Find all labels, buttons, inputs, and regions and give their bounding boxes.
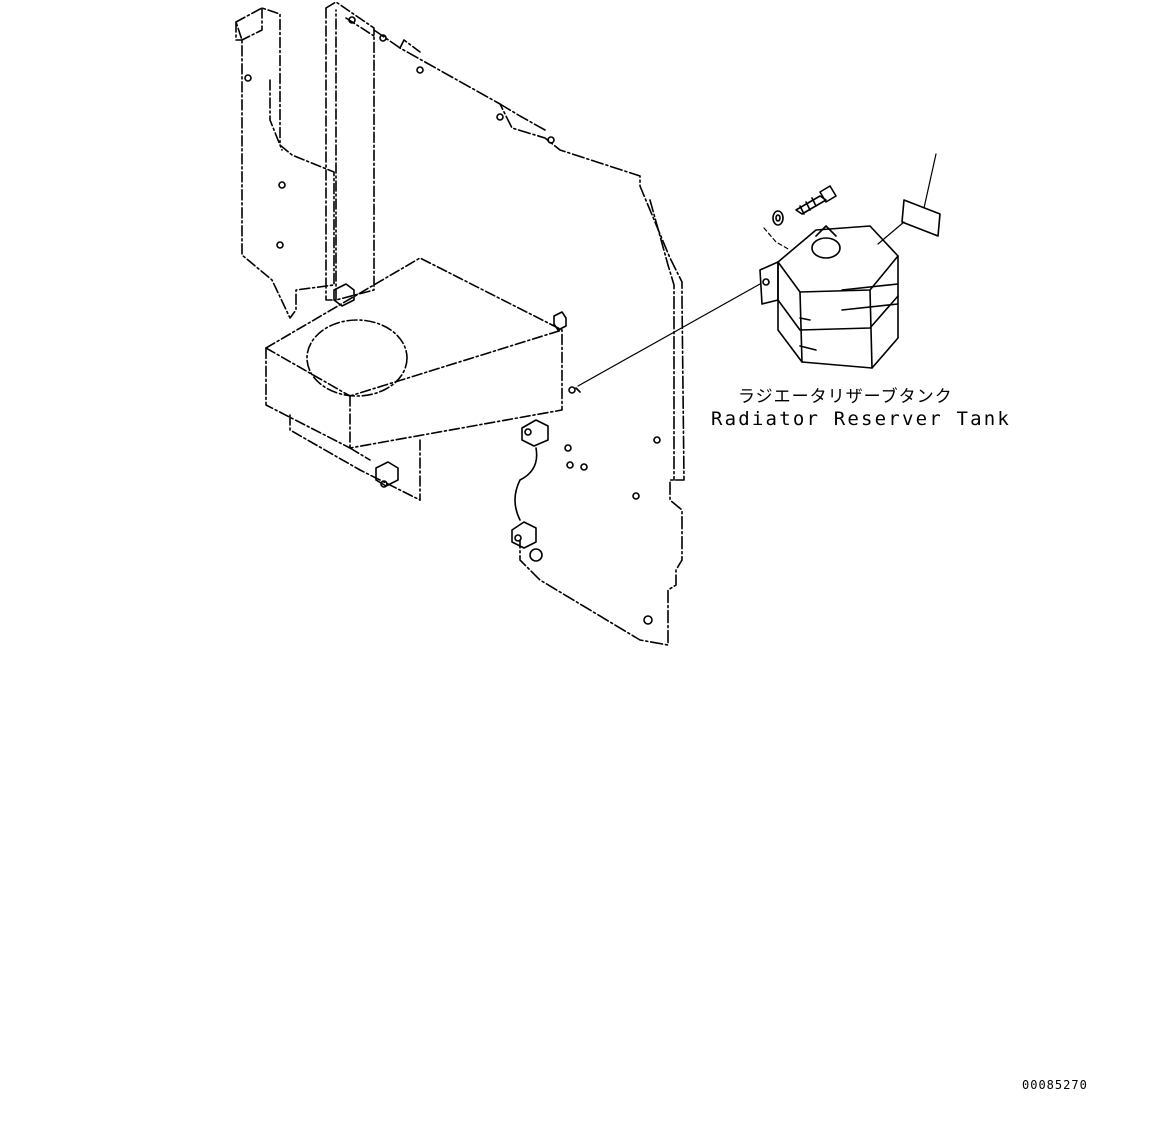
label-plate-icon	[877, 153, 941, 245]
washer-icon	[772, 210, 784, 226]
reserve-tank-icon	[759, 225, 899, 369]
duct-box	[265, 257, 563, 501]
bolt-icon	[795, 185, 837, 215]
washer-connector	[763, 227, 791, 251]
center-column-holes	[348, 16, 387, 42]
duct-fasteners	[333, 283, 567, 488]
left-bracket-holes	[244, 74, 286, 249]
center-column	[325, 1, 375, 301]
side-panel	[373, 29, 685, 646]
hose-clamps	[511, 419, 549, 562]
panel-screw	[568, 386, 581, 394]
figure-number: 00085270	[1022, 1078, 1088, 1092]
left-bracket	[235, 7, 335, 319]
mounting-leader-line	[577, 283, 761, 387]
side-panel-holes	[416, 66, 661, 625]
part-label-japanese: ラジエータリザーブタンク	[738, 387, 953, 407]
part-label-english: Radiator Reserver Tank	[711, 408, 1012, 430]
